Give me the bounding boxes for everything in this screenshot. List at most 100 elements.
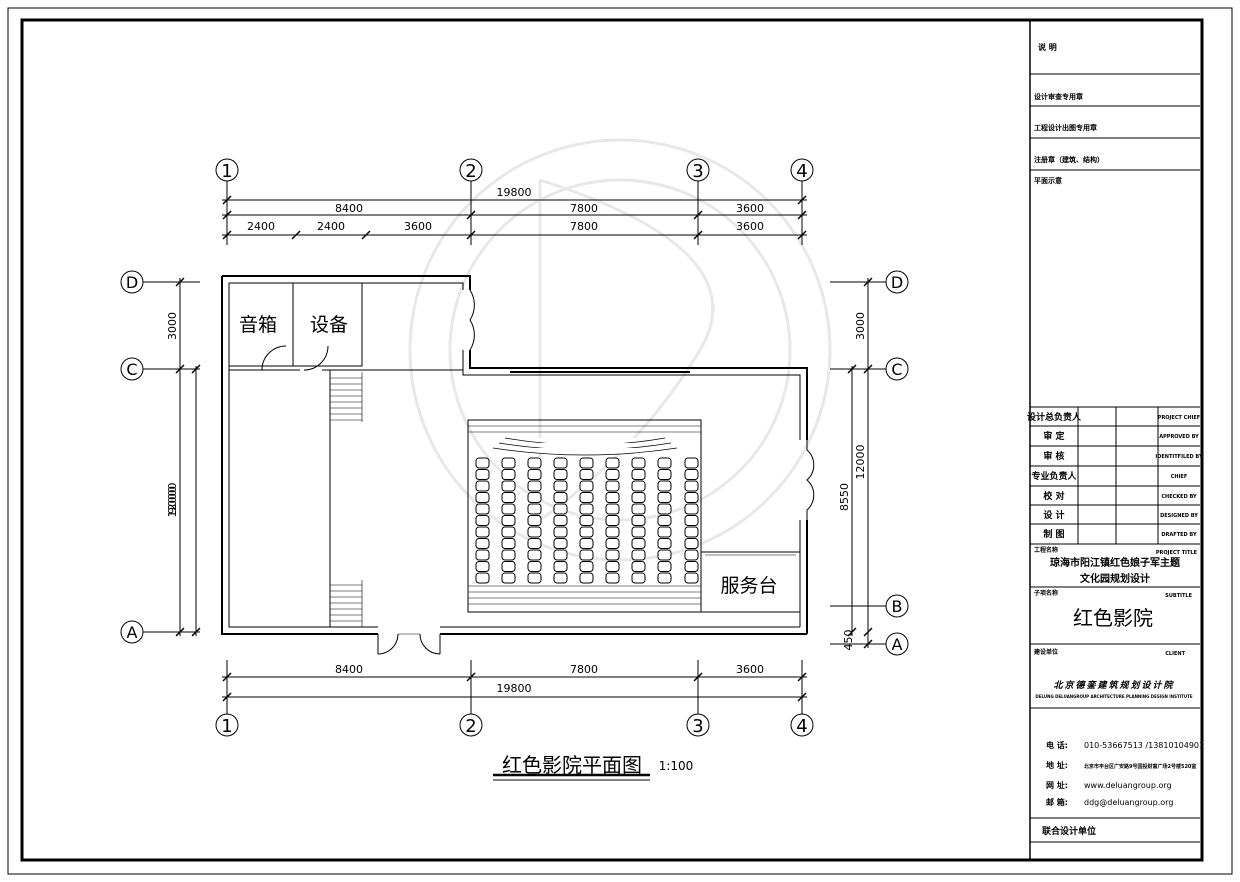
dim-top-1a: 8400 (335, 202, 363, 215)
tb-role-0: 设计总负责人 (1027, 411, 1082, 423)
tb-project-label: 工程名称 (1034, 546, 1058, 554)
tb-project-title-2: 文化园规划设计 (1080, 572, 1150, 585)
tb-joint-design: 联合设计单位 (1042, 825, 1096, 837)
room-label-service-desk: 服务台 (720, 575, 777, 597)
seat (553, 561, 568, 572)
seat (475, 538, 490, 549)
seat (475, 457, 490, 469)
tb-role-en-4: CHECKED BY (1161, 494, 1197, 500)
tb-contact-value-2[interactable]: www.deluangroup.org (1084, 781, 1172, 790)
seat (527, 526, 542, 538)
seat (605, 515, 620, 526)
axis-label-bottom-4: 4 (796, 716, 807, 737)
tb-contact-label-0: 电 话: (1046, 740, 1068, 750)
seat (605, 503, 620, 515)
dim-top-1b: 7800 (570, 202, 598, 215)
seat (553, 503, 568, 515)
dim-right-b: 12000 (854, 445, 867, 480)
seat (657, 492, 672, 503)
tb-institute-cn: 北京德銮建筑规划设计院 (1053, 680, 1174, 691)
tb-review-seal: 设计审查专用章 (1034, 92, 1083, 101)
room-label-equipment: 设备 (310, 314, 348, 336)
dim-left-b: 12000 (166, 483, 179, 518)
seat (527, 469, 542, 480)
tb-subtitle: 红色影院 (1073, 606, 1153, 630)
seat (501, 480, 516, 492)
seat (684, 526, 699, 538)
tb-role-en-6: DRAFTED BY (1161, 532, 1197, 538)
seat (631, 492, 646, 503)
seat (579, 492, 594, 503)
dim-right-c: 450 (842, 630, 855, 651)
dim-top-2e: 3600 (736, 220, 764, 233)
seat (475, 469, 490, 480)
tb-role-5: 设 计 (1043, 509, 1064, 521)
seat (579, 572, 594, 584)
tb-role-en-3: CHIEF (1171, 474, 1188, 480)
dim-left-a: 3000 (166, 312, 179, 340)
tb-client-label: 建设单位 (1034, 648, 1058, 656)
watermark-logo (408, 138, 832, 562)
seat (475, 515, 490, 526)
tb-project-title-1: 琼海市阳江镇红色娘子军主题 (1050, 556, 1181, 569)
seat (657, 515, 672, 526)
seat (657, 503, 672, 515)
seat (631, 549, 646, 561)
seat (631, 561, 646, 572)
seat (684, 457, 699, 469)
tb-subtitle-label-en: SUBTITLE (1165, 593, 1192, 599)
seat (684, 549, 699, 561)
axis-label-right-C: C (891, 360, 902, 379)
seat (579, 457, 594, 469)
seat-row-curve (492, 447, 678, 456)
tb-project-label-en: PROJECT TITLE (1156, 550, 1198, 556)
dim-bottom-total: 19800 (497, 682, 532, 695)
seat (579, 469, 594, 480)
dim-bottom-1b: 7800 (570, 663, 598, 676)
seat (527, 480, 542, 492)
tb-client-label-en: CLIENT (1165, 651, 1185, 657)
seat (684, 561, 699, 572)
dim-right-a: 3000 (854, 312, 867, 340)
seat (475, 503, 490, 515)
tb-contact-label-2: 网 址: (1046, 780, 1068, 790)
seat (553, 515, 568, 526)
seat (631, 457, 646, 469)
seat (631, 480, 646, 492)
drawing-scale: 1:100 (659, 759, 694, 773)
tb-contact-value-3[interactable]: ddg@deluangroup.org (1084, 798, 1173, 807)
tb-plan-sketch: 平面示意 (1034, 176, 1062, 185)
dim-left-inner: 9000 (166, 486, 179, 514)
tb-role-en-2: IDENTITFILED BY (1155, 454, 1203, 460)
axis-label-right-B: B (892, 597, 903, 616)
tb-contact-label-3: 邮 箱: (1046, 797, 1068, 807)
seat (475, 549, 490, 561)
seat (657, 526, 672, 538)
seat (527, 457, 542, 469)
tb-role-4: 校 对 (1043, 490, 1064, 502)
seat (527, 549, 542, 561)
seat (553, 538, 568, 549)
seat (579, 503, 594, 515)
axis-label-top-4: 4 (796, 161, 807, 182)
seat (553, 480, 568, 492)
seat (501, 492, 516, 503)
axis-label-top-2: 2 (465, 161, 476, 182)
seat (605, 457, 620, 469)
axis-label-bottom-3: 3 (692, 716, 703, 737)
seat (605, 526, 620, 538)
seat (501, 561, 516, 572)
seat (657, 561, 672, 572)
seat (605, 492, 620, 503)
dim-bottom-1a: 8400 (335, 663, 363, 676)
axis-label-top-3: 3 (692, 161, 703, 182)
seat (605, 480, 620, 492)
tb-role-en-5: DESIGNED BY (1160, 513, 1198, 519)
seat (475, 480, 490, 492)
tb-notes: 说 明 (1038, 42, 1057, 52)
tb-contact-value-0: 010-53667513 /13810104901 (1084, 741, 1204, 750)
seat (579, 526, 594, 538)
seat (501, 526, 516, 538)
